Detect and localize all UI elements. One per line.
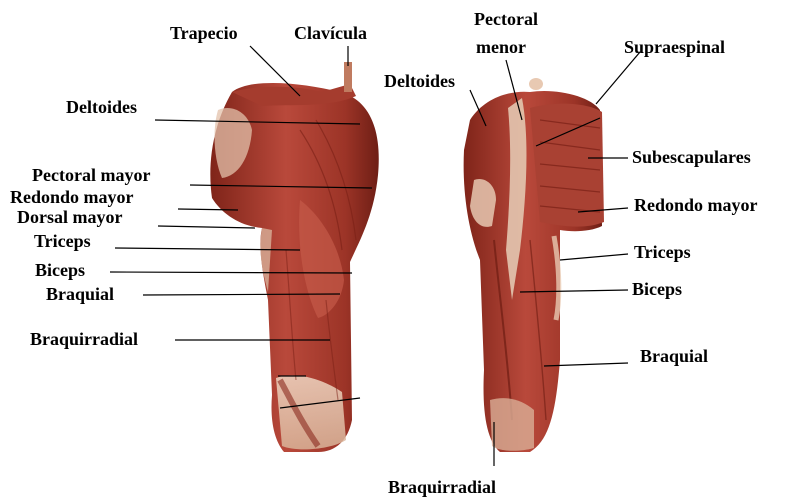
label-clavicula: Clavícula — [294, 24, 367, 42]
label-braquial-left: Braquial — [46, 285, 114, 303]
label-braquirradial-left: Braquirradial — [30, 330, 138, 348]
label-biceps-right: Biceps — [632, 280, 682, 298]
label-supraespinal: Supraespinal — [624, 38, 725, 56]
label-subescapulares: Subescapulares — [632, 148, 751, 166]
label-trapecio: Trapecio — [170, 24, 238, 42]
right-arm-illustration — [464, 78, 604, 452]
label-braquial-right: Braquial — [640, 347, 708, 365]
label-deltoides-right: Deltoides — [384, 72, 455, 90]
label-pectoral-menor-line1: Pectoral — [474, 10, 538, 28]
label-pectoral-menor-line2: menor — [476, 38, 526, 56]
left-arm-illustration — [210, 62, 378, 452]
label-biceps-left: Biceps — [35, 261, 85, 279]
label-dorsal-mayor: Dorsal mayor — [17, 208, 122, 226]
label-redondo-mayor-right: Redondo mayor — [634, 196, 758, 214]
label-pectoral-mayor: Pectoral mayor — [32, 166, 150, 184]
label-braquirradial-right: Braquirradial — [388, 478, 496, 496]
label-redondo-mayor-left: Redondo mayor — [10, 188, 134, 206]
label-triceps-right: Triceps — [634, 243, 691, 261]
label-triceps-left: Triceps — [34, 232, 91, 250]
label-deltoides-left: Deltoides — [66, 98, 137, 116]
